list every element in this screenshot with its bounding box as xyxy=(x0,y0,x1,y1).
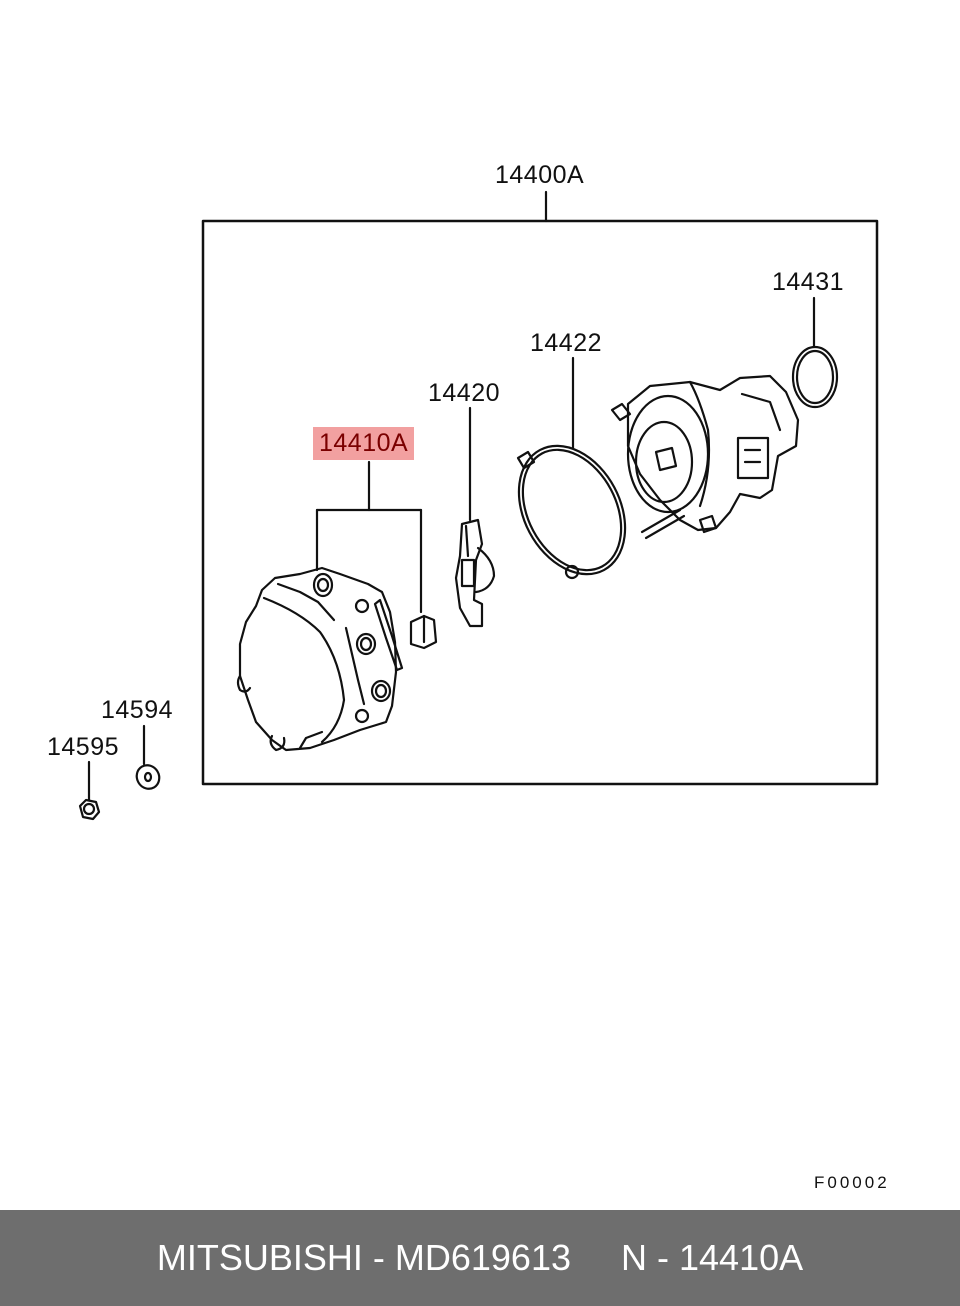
o-ring-drawing xyxy=(791,345,839,409)
footer-separator: - xyxy=(362,1237,395,1278)
footer-part-number: MD619613 xyxy=(394,1237,571,1278)
rotor-drawing xyxy=(454,518,496,628)
part-footer-bar: MITSUBISHI - MD619613 N - 14410A xyxy=(0,1210,960,1306)
footer-separator-2: - xyxy=(647,1237,680,1278)
footer-ref-prefix: N xyxy=(621,1237,648,1278)
parts-diagram xyxy=(78,190,879,821)
footer-brand: MITSUBISHI xyxy=(156,1237,363,1278)
callout-washer[interactable]: 14594 xyxy=(101,696,174,724)
footer-gap xyxy=(571,1237,621,1279)
callout-cap-highlighted[interactable]: 14410A xyxy=(313,427,415,460)
carbon-brush-drawing xyxy=(409,614,438,650)
callout-gasket[interactable]: 14422 xyxy=(530,329,603,357)
distributor-cap-drawing xyxy=(236,566,404,752)
callout-nut[interactable]: 14595 xyxy=(47,733,120,761)
distributor-housing-drawing xyxy=(610,374,800,540)
nut-drawing xyxy=(78,798,101,821)
callout-o-ring[interactable]: 14431 xyxy=(772,268,845,296)
assembly-frame xyxy=(201,219,879,786)
diagram-code: F00002 xyxy=(814,1173,890,1192)
footer-ref-code: 14410A xyxy=(679,1237,804,1278)
washer-drawing xyxy=(135,764,161,790)
callout-assembly[interactable]: 14400A xyxy=(495,161,585,189)
callout-rotor[interactable]: 14420 xyxy=(428,379,501,407)
leader-cap xyxy=(315,460,423,614)
gasket-drawing xyxy=(516,444,627,580)
